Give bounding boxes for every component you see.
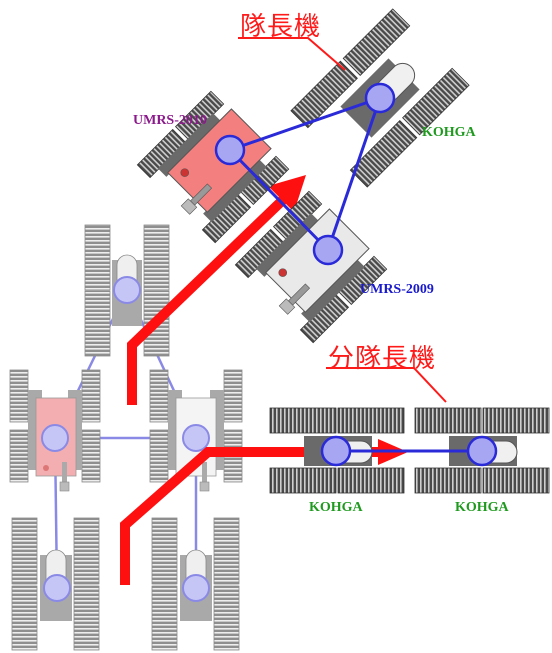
umrs-2010-node — [214, 134, 246, 166]
arrowhead-upper — [268, 175, 306, 212]
kohga-top-label: KOHGA — [422, 125, 476, 140]
faded-kohga-robot — [151, 517, 240, 651]
kohga-left-node — [320, 435, 352, 467]
leader-label: 隊長機 — [240, 12, 322, 42]
umrs-2009-robot — [234, 190, 388, 344]
faded-formation — [9, 224, 243, 651]
movement-arrow-upper — [127, 191, 292, 405]
subleader-callout — [326, 367, 447, 403]
kohga-right-label: KOHGA — [455, 500, 509, 515]
umrs-2010-label: UMRS-2010 — [133, 113, 207, 128]
kohga-leader-robot — [290, 8, 470, 188]
subsquad-nodes — [320, 435, 498, 467]
kohga-right-node — [466, 435, 498, 467]
squad-nodes — [214, 82, 396, 266]
callout-lines — [238, 37, 447, 403]
leader-callout — [238, 37, 346, 71]
squad-links — [228, 96, 382, 252]
kohga-leader-node — [364, 82, 396, 114]
subleader-label: 分隊長機 — [328, 344, 437, 374]
umrs-2009-label: UMRS-2009 — [360, 282, 434, 297]
kohga-left-label: KOHGA — [309, 500, 363, 515]
movement-arrow-lower — [120, 447, 380, 585]
umrs-2009-node — [312, 234, 344, 266]
faded-nodes — [41, 276, 210, 602]
